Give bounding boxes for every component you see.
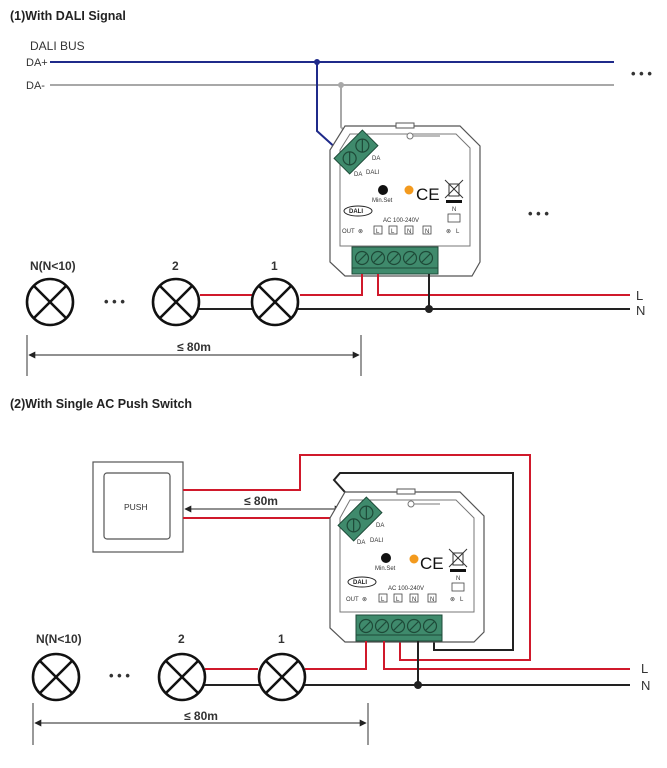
voltage-label: AC 100-240V bbox=[383, 218, 419, 224]
lamp-n-label: N(N<10) bbox=[30, 259, 76, 273]
lamp-1 bbox=[257, 652, 307, 702]
lamp-symbol: ⊗ bbox=[358, 229, 363, 235]
lamp-2-label: 2 bbox=[178, 632, 185, 646]
min-set-label: Min.Set bbox=[372, 198, 393, 204]
da-plus-label: DA+ bbox=[26, 57, 48, 69]
device-continuation: • • • bbox=[528, 206, 549, 221]
L-label: L bbox=[636, 288, 643, 303]
lamp-n-label: N(N<10) bbox=[36, 632, 82, 646]
terminal-label: N bbox=[430, 597, 434, 603]
dali-logo: DALI bbox=[353, 580, 367, 586]
terminal-label: L bbox=[391, 229, 395, 235]
da-plus-tap bbox=[316, 62, 339, 151]
lamp-symbol: ⊗ bbox=[362, 597, 367, 603]
da-tag: DA bbox=[354, 172, 362, 178]
terminal-label: L bbox=[376, 229, 380, 235]
switch-live-wire bbox=[183, 454, 531, 661]
voltage-label: AC 100-240V bbox=[388, 586, 424, 592]
relay-l-label: L bbox=[460, 597, 464, 603]
L-label: L bbox=[641, 661, 648, 676]
terminal-label: L bbox=[381, 597, 385, 603]
lamp-2 bbox=[151, 277, 201, 327]
lamp-1 bbox=[250, 277, 300, 327]
distance-label: ≤ 80m bbox=[184, 709, 218, 723]
section1-title: (1)With DALI Signal bbox=[10, 9, 126, 23]
ce-mark: CE bbox=[416, 185, 440, 204]
terminal-label: L bbox=[396, 597, 400, 603]
out-label: OUT bbox=[342, 229, 355, 235]
push-button bbox=[103, 472, 171, 540]
section2-title: (2)With Single AC Push Switch bbox=[10, 397, 192, 411]
dali-dimmer-device-2: DA DA DALI Min.Set CE DALI AC 100-240V O… bbox=[329, 488, 485, 643]
lamp-1-label: 1 bbox=[278, 632, 285, 646]
bus-continuation: • • • bbox=[631, 66, 652, 81]
out-wire bbox=[305, 641, 367, 670]
dali-port-label: DALI bbox=[370, 538, 384, 544]
loop-wire bbox=[332, 472, 514, 651]
live-wire-L bbox=[383, 641, 630, 670]
switch-distance-label: ≤ 80m bbox=[244, 494, 278, 508]
lamp-1-label: 1 bbox=[271, 259, 278, 273]
lamp-ellipsis: • • • bbox=[104, 294, 125, 309]
relay-n-label: N bbox=[452, 207, 456, 213]
live-wire-L bbox=[377, 274, 630, 296]
lamp-n bbox=[25, 277, 75, 327]
min-set-label: Min.Set bbox=[375, 566, 396, 572]
out-label: OUT bbox=[346, 597, 359, 603]
ce-mark: CE bbox=[420, 554, 444, 573]
lamp-n bbox=[31, 652, 81, 702]
neutral-junction bbox=[414, 681, 422, 689]
dali-port-label: DALI bbox=[366, 170, 380, 176]
distance-label: ≤ 80m bbox=[177, 340, 211, 354]
push-label: PUSH bbox=[124, 502, 148, 512]
neutral-junction bbox=[425, 305, 433, 313]
terminal-label: N bbox=[412, 597, 416, 603]
da-tag: DA bbox=[376, 523, 384, 529]
status-led bbox=[409, 554, 419, 564]
weee-bin-icon bbox=[444, 179, 464, 203]
lamp-2-label: 2 bbox=[172, 259, 179, 273]
dali-dimmer-device-1: DA DA DALI Min.Set CE DALI AC 100-240V O… bbox=[329, 122, 481, 277]
da-tag: DA bbox=[357, 540, 365, 546]
N-label: N bbox=[641, 678, 650, 693]
lamp-ellipsis: • • • bbox=[109, 668, 130, 683]
da-tag: DA bbox=[372, 156, 380, 162]
out-wire bbox=[300, 274, 363, 296]
dali-bus-label: DALI BUS bbox=[30, 39, 85, 53]
relay-n-label: N bbox=[456, 576, 460, 582]
da-minus-label: DA- bbox=[26, 80, 45, 92]
status-led bbox=[404, 185, 414, 195]
terminal-label: N bbox=[425, 229, 429, 235]
lamp-symbol: ⊗ bbox=[446, 229, 451, 235]
terminal-label: N bbox=[407, 229, 411, 235]
min-set-button bbox=[381, 553, 391, 563]
weee-bin-icon bbox=[448, 548, 468, 572]
relay-l-label: L bbox=[456, 229, 460, 235]
lamp-symbol: ⊗ bbox=[450, 597, 455, 603]
N-label: N bbox=[636, 303, 645, 318]
lamp-2 bbox=[157, 652, 207, 702]
relay-icon bbox=[451, 582, 465, 592]
relay-icon bbox=[447, 213, 461, 223]
min-set-button bbox=[378, 185, 388, 195]
dali-logo: DALI bbox=[349, 209, 363, 215]
